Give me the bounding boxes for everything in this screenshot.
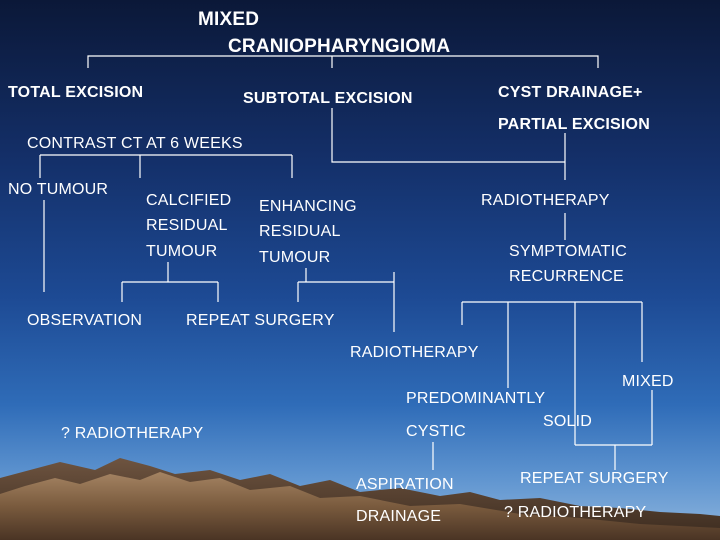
node-calcified-line2: RESIDUAL <box>146 217 228 234</box>
node-repeat-surgery-left: REPEAT SURGERY <box>186 312 335 329</box>
title-craniopharyngioma: CRANIOPHARYNGIOMA <box>228 36 451 57</box>
node-enhancing-line1: ENHANCING <box>259 198 357 215</box>
node-enhancing-line3: TUMOUR <box>259 249 331 266</box>
connector-subtotal-radiotherapy <box>331 108 566 180</box>
node-symptomatic-line2: RECURRENCE <box>509 268 624 285</box>
node-partial-excision: PARTIAL EXCISION <box>498 116 650 133</box>
node-radiotherapy-right: RADIOTHERAPY <box>481 192 610 209</box>
connector-ct-outcomes <box>39 154 293 178</box>
node-cyst-drainage: CYST DRAINAGE+ <box>498 84 643 101</box>
node-total-excision: TOTAL EXCISION <box>8 84 144 101</box>
node-calcified-line1: CALCIFIED <box>146 192 232 209</box>
node-aspiration: ASPIRATION <box>356 476 454 493</box>
title-mixed: MIXED <box>198 9 260 30</box>
node-calcified-line3: TUMOUR <box>146 243 218 260</box>
node-cystic: CYSTIC <box>406 423 466 440</box>
node-no-tumour: NO TUMOUR <box>8 181 109 198</box>
connector-calcified-options <box>121 262 219 302</box>
connector-title-branches <box>87 55 599 68</box>
node-q-radiotherapy-left: ? RADIOTHERAPY <box>61 425 204 442</box>
connector-recurrence-options <box>461 301 643 445</box>
node-solid: SOLID <box>543 413 593 430</box>
node-mixed: MIXED <box>622 373 674 390</box>
node-symptomatic-line1: SYMPTOMATIC <box>509 243 628 260</box>
node-drainage: DRAINAGE <box>356 508 442 525</box>
connector-mixed <box>575 390 653 470</box>
node-contrast-ct: CONTRAST CT AT 6 WEEKS <box>27 135 243 152</box>
node-predominantly: PREDOMINANTLY <box>406 390 546 407</box>
node-subtotal-excision: SUBTOTAL EXCISION <box>243 90 413 107</box>
node-q-radiotherapy-right: ? RADIOTHERAPY <box>504 504 647 521</box>
connector-enhancing-options <box>297 268 395 332</box>
node-radiotherapy-mid: RADIOTHERAPY <box>350 344 479 361</box>
node-observation: OBSERVATION <box>27 312 143 329</box>
node-repeat-surgery-right: REPEAT SURGERY <box>520 470 669 487</box>
node-enhancing-line2: RESIDUAL <box>259 223 341 240</box>
